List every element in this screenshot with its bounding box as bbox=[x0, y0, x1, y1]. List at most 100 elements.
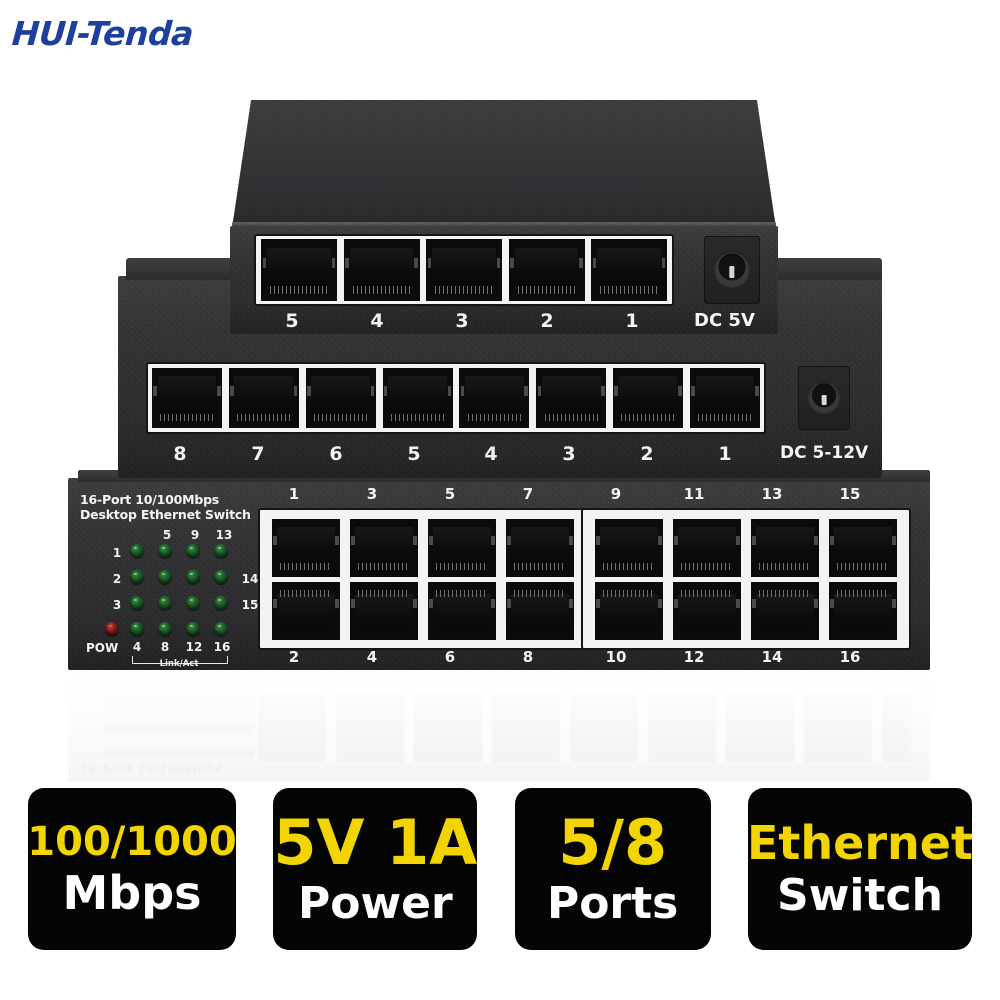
rj45-lip-left bbox=[592, 257, 597, 268]
rj45-port-12[interactable] bbox=[673, 581, 741, 640]
rj45-port-2[interactable] bbox=[508, 239, 585, 301]
reflection-ports bbox=[258, 690, 911, 762]
rj45-pins bbox=[280, 589, 332, 597]
rj45-lip-right bbox=[569, 598, 573, 609]
rj45-tab-slot bbox=[449, 518, 475, 529]
led-link-act bbox=[214, 622, 228, 636]
led-link-act bbox=[158, 570, 172, 584]
led-row-label-1: 1 bbox=[112, 546, 122, 560]
rj45-lip-right bbox=[335, 598, 339, 609]
rj45-cavity bbox=[432, 247, 496, 285]
rj45-lip-right bbox=[293, 386, 298, 396]
rj45-port-7[interactable] bbox=[228, 368, 299, 428]
badge-ports-label: Ports bbox=[546, 878, 679, 929]
rj45-tab-slot bbox=[850, 629, 876, 640]
rj45-pins bbox=[759, 589, 811, 597]
rj45-port-1[interactable] bbox=[591, 239, 667, 301]
rj45-port-16[interactable] bbox=[829, 581, 897, 640]
rj45-lip-right bbox=[601, 386, 605, 396]
rj45-lip-left bbox=[674, 535, 678, 546]
rj45-port-2[interactable] bbox=[272, 581, 340, 640]
rj45-port-4[interactable] bbox=[343, 239, 420, 301]
rj45-port-8[interactable] bbox=[506, 581, 574, 640]
rj45-port-9[interactable] bbox=[595, 518, 663, 577]
rj45-cavity bbox=[234, 376, 294, 413]
port-label-6: 6 bbox=[444, 648, 456, 666]
rj45-port-5[interactable] bbox=[382, 368, 453, 428]
rj45-tab-slot bbox=[326, 368, 355, 378]
rj45-port-11[interactable] bbox=[673, 518, 741, 577]
port-row-bottom-a bbox=[267, 579, 579, 642]
switch-16-model-line-1: 16-Port 10/100Mbps bbox=[80, 492, 220, 507]
rj45-lip-right bbox=[579, 257, 583, 268]
rj45-lip-left bbox=[460, 386, 465, 396]
led-power-label: POW bbox=[86, 641, 119, 655]
rj45-port-14[interactable] bbox=[751, 581, 819, 640]
led-col-label-4: 4 bbox=[132, 640, 142, 654]
port-label-9: 9 bbox=[610, 485, 622, 503]
rj45-pins bbox=[759, 562, 811, 570]
rj45-cavity bbox=[277, 526, 335, 562]
led-link-act bbox=[158, 544, 172, 558]
port-label-1: 1 bbox=[718, 443, 732, 465]
port-label-8: 8 bbox=[173, 443, 187, 465]
rj45-port-2[interactable] bbox=[613, 368, 684, 428]
port-bank-16-group-b[interactable] bbox=[581, 508, 911, 650]
rj45-port-8[interactable] bbox=[152, 368, 222, 428]
rj45-cavity bbox=[834, 594, 892, 631]
link-act-label: Link/Act bbox=[159, 659, 199, 669]
badge-ports[interactable]: 5/8 Ports bbox=[514, 788, 711, 950]
dc-power-jack-5[interactable] bbox=[704, 236, 760, 304]
rj45-cavity bbox=[355, 594, 413, 631]
rj45-lip-right bbox=[814, 598, 818, 609]
rj45-port-10[interactable] bbox=[595, 581, 663, 640]
rj45-lip-left bbox=[507, 598, 511, 609]
led-col-label-16: 16 bbox=[213, 640, 231, 654]
rj45-port-1[interactable] bbox=[689, 368, 760, 428]
rj45-pins bbox=[314, 413, 368, 421]
rj45-cavity bbox=[433, 526, 491, 562]
rj45-lip-left bbox=[691, 386, 695, 396]
port-bank-8[interactable] bbox=[146, 362, 766, 434]
rj45-port-5[interactable] bbox=[261, 239, 337, 301]
rj45-lip-left bbox=[537, 386, 542, 396]
rj45-tab-slot bbox=[173, 368, 201, 378]
rj45-cavity bbox=[514, 247, 579, 285]
rj45-lip-right bbox=[569, 535, 573, 546]
rj45-pins bbox=[352, 286, 411, 294]
rj45-port-3[interactable] bbox=[536, 368, 607, 428]
port-bank-16-group-a[interactable] bbox=[258, 508, 588, 650]
rj45-port-5[interactable] bbox=[428, 518, 496, 577]
rj45-port-3[interactable] bbox=[350, 518, 418, 577]
port-bank-5[interactable] bbox=[254, 234, 674, 306]
rj45-tab-slot bbox=[480, 368, 509, 378]
rj45-pins bbox=[517, 286, 576, 294]
rj45-port-6[interactable] bbox=[428, 581, 496, 640]
rj45-port-3[interactable] bbox=[426, 239, 502, 301]
rj45-pins bbox=[280, 562, 332, 570]
rj45-port-1[interactable] bbox=[272, 518, 340, 577]
badge-speed[interactable]: 100/1000 Mbps bbox=[27, 788, 237, 950]
port-row-top-b bbox=[590, 516, 902, 579]
badge-type[interactable]: Ethernet Switch bbox=[747, 788, 973, 950]
link-act-bracket bbox=[132, 656, 228, 664]
rj45-port-6[interactable] bbox=[305, 368, 376, 428]
led-link-act bbox=[130, 596, 144, 610]
rj45-tab-slot bbox=[449, 629, 475, 640]
rj45-cavity bbox=[678, 526, 736, 562]
rj45-port-4[interactable] bbox=[459, 368, 530, 428]
rj45-tab-slot bbox=[850, 518, 876, 529]
led-link-act bbox=[186, 622, 200, 636]
dc-power-jack-8[interactable] bbox=[798, 366, 850, 430]
rj45-tab-slot bbox=[634, 368, 663, 378]
rj45-cavity bbox=[678, 594, 736, 631]
rj45-cavity bbox=[695, 376, 755, 413]
rj45-port-7[interactable] bbox=[506, 518, 574, 577]
rj45-tab-slot bbox=[616, 518, 642, 529]
badge-power[interactable]: 5V 1A Power bbox=[273, 788, 478, 950]
rj45-port-4[interactable] bbox=[350, 581, 418, 640]
rj45-port-13[interactable] bbox=[751, 518, 819, 577]
rj45-port-15[interactable] bbox=[829, 518, 897, 577]
rj45-lip-left bbox=[273, 598, 277, 609]
rj45-lip-left bbox=[674, 598, 678, 609]
